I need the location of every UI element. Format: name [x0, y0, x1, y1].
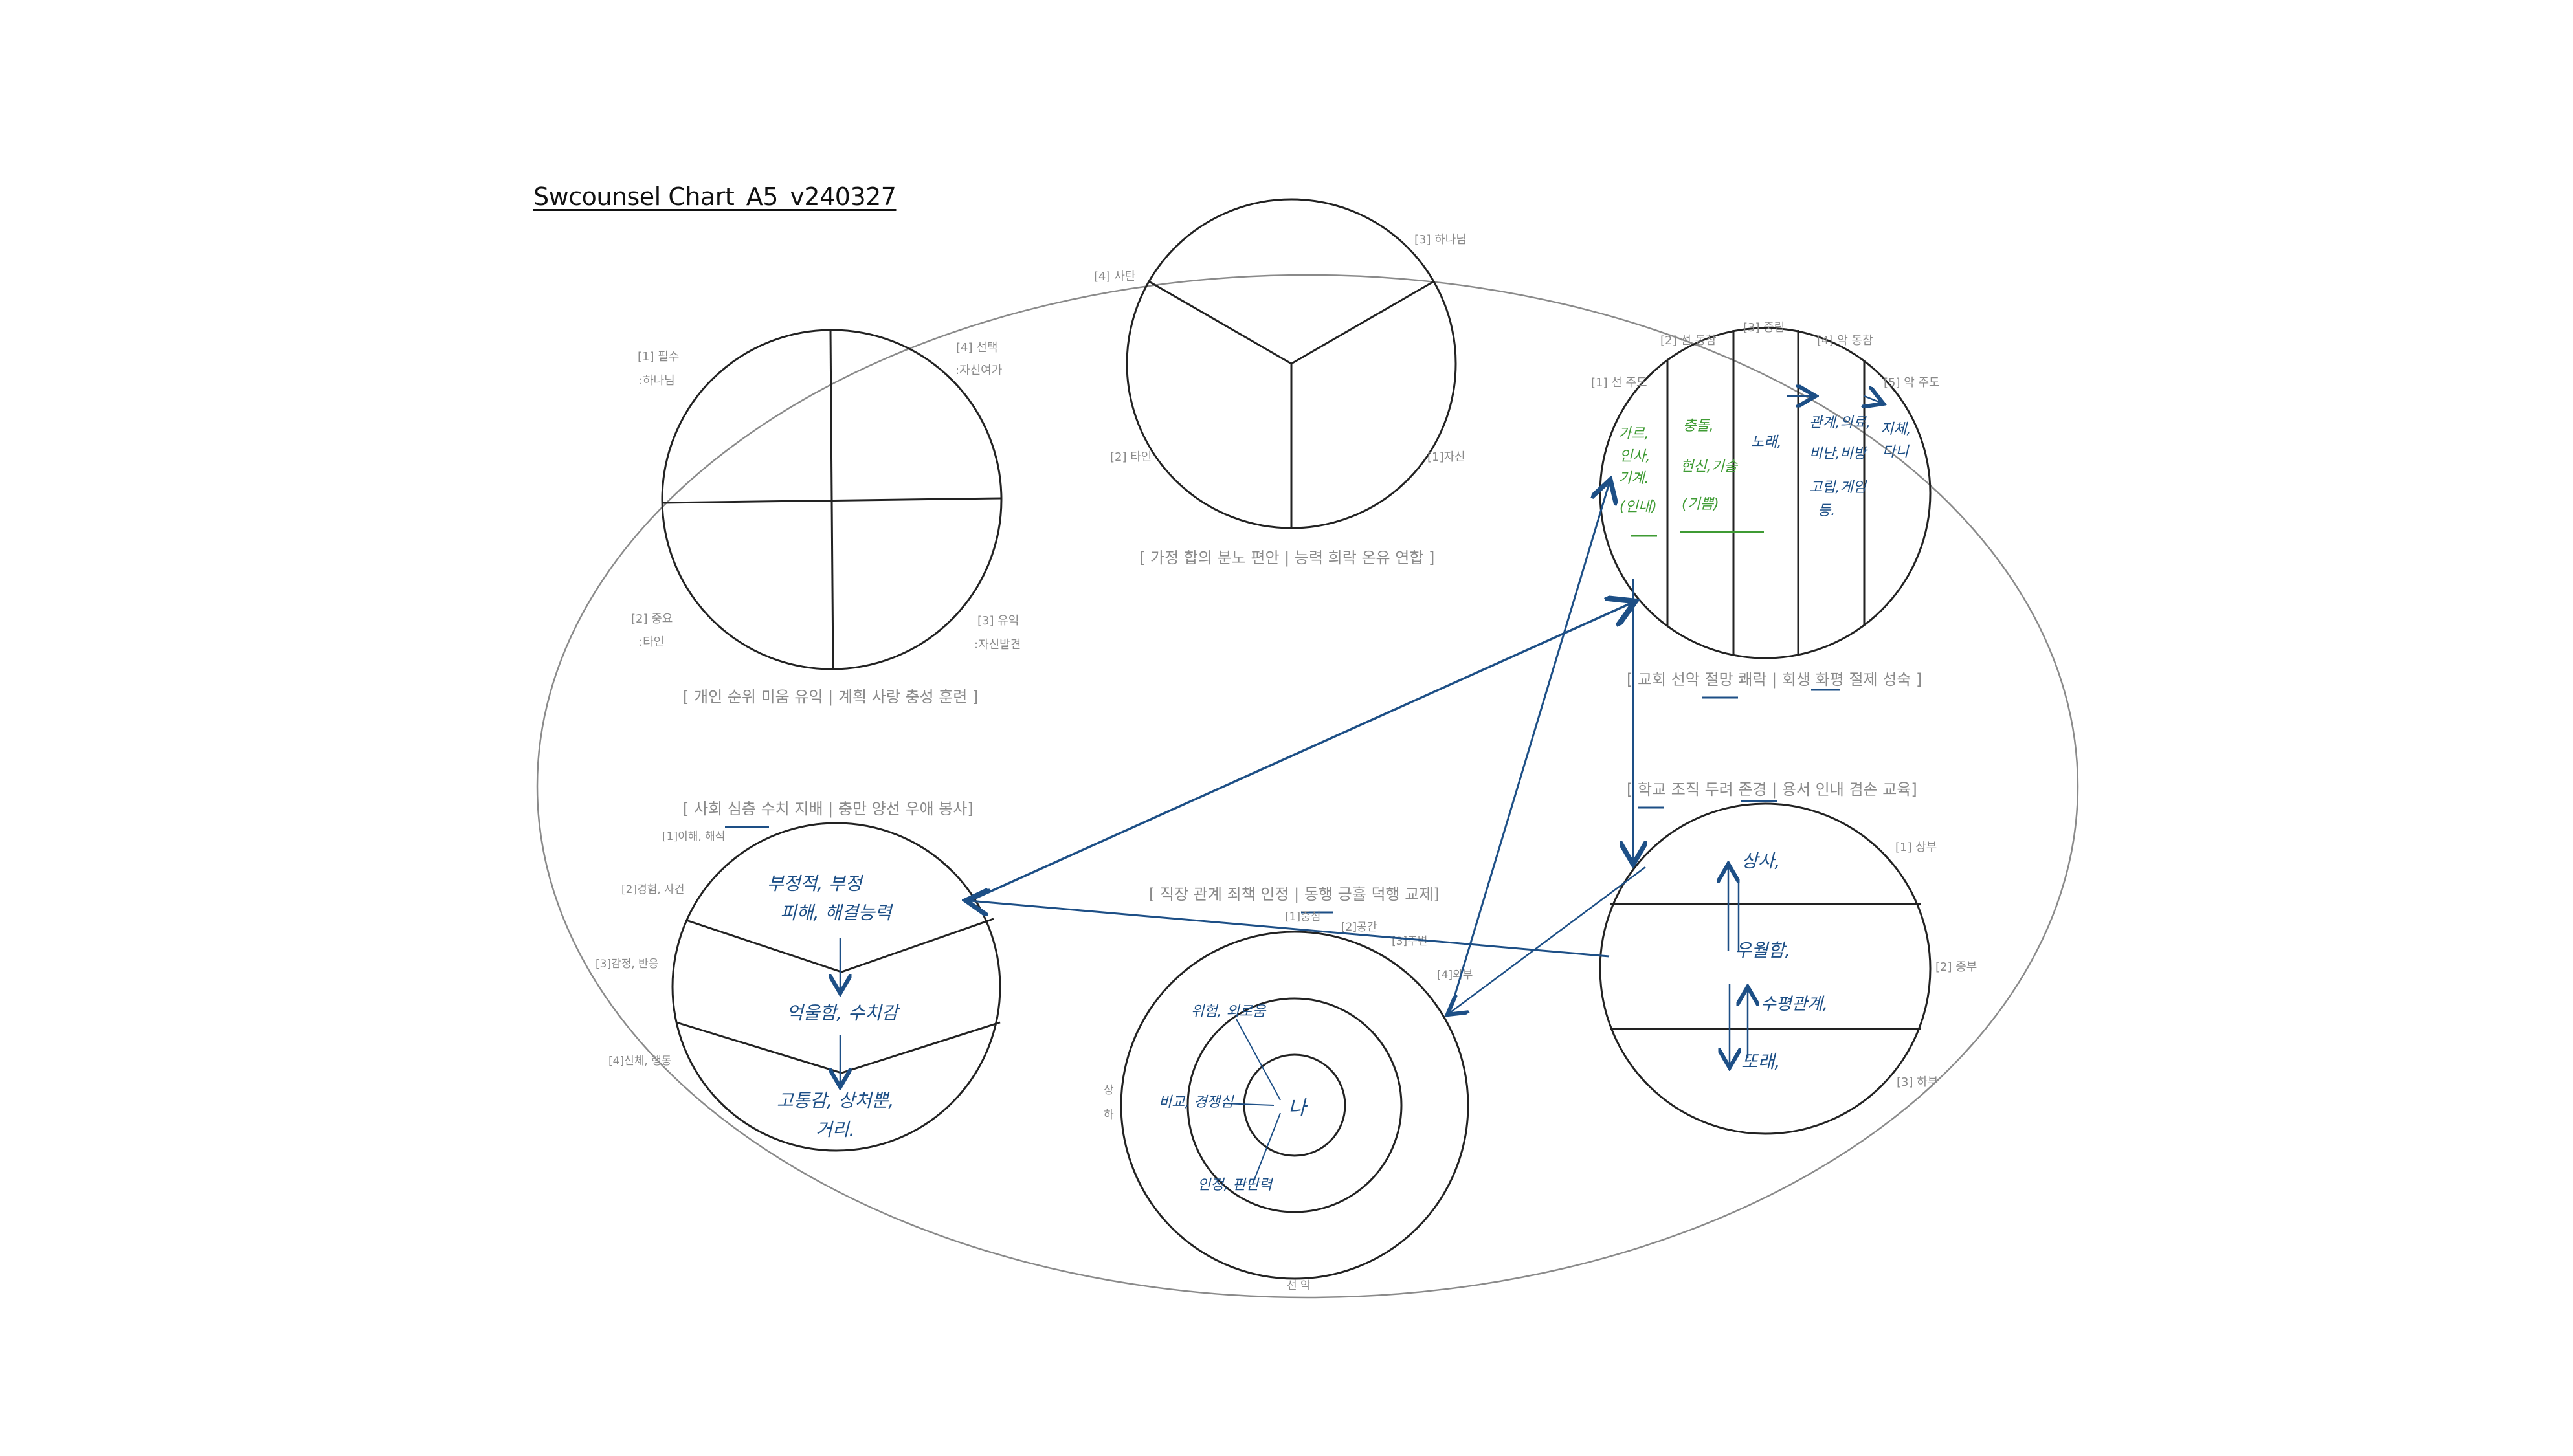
note-blue-2: 관계,의료, [1809, 415, 1871, 431]
outer-ellipse [536, 274, 2079, 1299]
note-center: 나 [1288, 1097, 1308, 1120]
note-green-6: 헌신,기술 [1680, 459, 1739, 475]
label-pilsu: [1] 필수 [638, 350, 679, 364]
page-title: Swcounsel Chart_A5_v240327 [533, 182, 897, 211]
label-tain: [2] 타인 [1110, 450, 1152, 464]
label-ha: 하 [1104, 1109, 1114, 1121]
circle-bottom: [ 직장 관계 죄책 인정 | 동행 긍휼 덕행 교제] [1]중심 [2]공간… [1104, 885, 1473, 1292]
label-sun-judo: [1] 선 주도 [1591, 376, 1647, 390]
caption-right-top: [ 교회 선악 절망 쾌락 | 회생 화평 절제 성숙 ] [1627, 670, 1922, 689]
label-sangbu: [1] 상부 [1895, 841, 1937, 854]
note-rb-3: 수평관계, [1761, 995, 1828, 1014]
circle-right-bottom: [ 학교 조직 두려 존경 | 용서 인내 겸손 교육] [1] 상부 [2] … [1599, 780, 1977, 1135]
note-b-3: 인정, 판단력 [1197, 1177, 1274, 1193]
label-jasin: [1]자신 [1427, 450, 1465, 464]
label-ak-judo: [5] 악 주도 [1884, 376, 1940, 390]
label-sun-dongcham: [2] 선 동참 [1660, 334, 1717, 347]
circle-top: [3] 하나님 [4] 사탄 [2] 타인 [1]자신 [ 가정 합의 분노 편… [1094, 198, 1467, 567]
caption-right-bottom: [ 학교 조직 두려 존경 | 용서 인내 겸손 교육] [1627, 780, 1917, 799]
caption-left-bottom: [ 사회 심층 수치 지배 | 충만 양선 우애 봉사] [683, 800, 974, 818]
note-blue-3: 비난,비방 [1809, 446, 1868, 462]
note-rb-1: 상사, [1741, 850, 1780, 872]
label-gonggan: [2]공간 [1341, 921, 1377, 934]
label-yuik-sub: :자신발견 [974, 638, 1021, 652]
caption-bottom: [ 직장 관계 죄책 인정 | 동행 긍휼 덕행 교제] [1149, 885, 1440, 903]
label-gamjeong: [3]감정, 반응 [596, 958, 658, 971]
connector-arrows [970, 483, 1645, 1016]
note-green-2: 인사, [1620, 448, 1650, 465]
label-ak-dongcham: [4] 악 동참 [1817, 334, 1873, 347]
label-jungbu: [2] 중부 [1935, 960, 1977, 974]
note-b-1: 위험, 외로움 [1191, 1004, 1267, 1020]
note-lb-5: 거리. [816, 1119, 854, 1140]
label-gyeongheom: [2]경험, 사건 [621, 883, 684, 896]
circle-right-top: [1] 선 주도 [2] 선 동참 [3] 중립 [4] 악 동참 [5] 악 … [1591, 321, 1940, 699]
label-oebu: [4]외부 [1437, 969, 1473, 982]
note-green-7: (기쁨) [1682, 496, 1719, 513]
label-seontaek: [4] 선택 [956, 341, 997, 355]
note-blue-1: 노래, [1751, 434, 1781, 450]
label-satan: [4] 사탄 [1094, 270, 1135, 283]
note-lb-4: 고통감, 상처뿐, [777, 1090, 894, 1111]
label-sinche: [4]신체, 행동 [608, 1055, 671, 1068]
label-jungyo: [2] 중요 [631, 612, 673, 626]
note-green-1: 가르, [1618, 426, 1649, 442]
circle-left-bottom: [ 사회 심층 수치 지배 | 충만 양선 우애 봉사] [1]이해, 해석 [… [596, 800, 1001, 1152]
note-rb-2: 우월함, [1735, 940, 1790, 961]
label-sang: 상 [1104, 1084, 1114, 1097]
note-blue-5: 등. [1818, 503, 1835, 519]
note-green-5: 충돌, [1683, 418, 1713, 434]
note-lb-1: 부정적, 부정 [767, 873, 864, 894]
label-ihae: [1]이해, 해석 [662, 830, 725, 843]
label-yuik: [3] 유익 [977, 614, 1019, 628]
label-jungyo-sub: :타인 [639, 635, 664, 649]
label-seontaek-sub: :자신여가 [955, 364, 1002, 377]
label-habu: [3] 하부 [1897, 1075, 1938, 1089]
note-blue-7: 다니 [1882, 444, 1910, 460]
label-jungrip: [3] 중립 [1743, 321, 1785, 335]
note-green-4: (인내) [1620, 499, 1657, 515]
circle-left-top: [1] 필수 :하나님 [4] 선택 :자신여가 [2] 중요 :타인 [3] … [631, 329, 1021, 706]
caption-top: [ 가정 합의 분노 편안 | 능력 희락 온유 연합 ] [1139, 549, 1434, 567]
label-pilsu-sub: :하나님 [639, 374, 675, 388]
note-lb-2: 피해, 해결능력 [780, 902, 894, 923]
note-green-3: 기계. [1618, 470, 1649, 487]
label-jungsim: [1]중심 [1285, 910, 1320, 923]
label-hananim: [3] 하나님 [1414, 233, 1467, 247]
note-blue-6: 지체, [1880, 421, 1911, 437]
label-seon-ak: 선 악 [1287, 1279, 1311, 1292]
note-lb-3: 억울함, 수치감 [786, 1002, 901, 1024]
note-b-2: 비교, 경쟁심 [1159, 1094, 1234, 1110]
note-blue-4: 고립,게임 [1809, 480, 1867, 496]
caption-left-top: [ 개인 순위 미움 유익 | 계획 사랑 충성 훈련 ] [683, 688, 978, 706]
